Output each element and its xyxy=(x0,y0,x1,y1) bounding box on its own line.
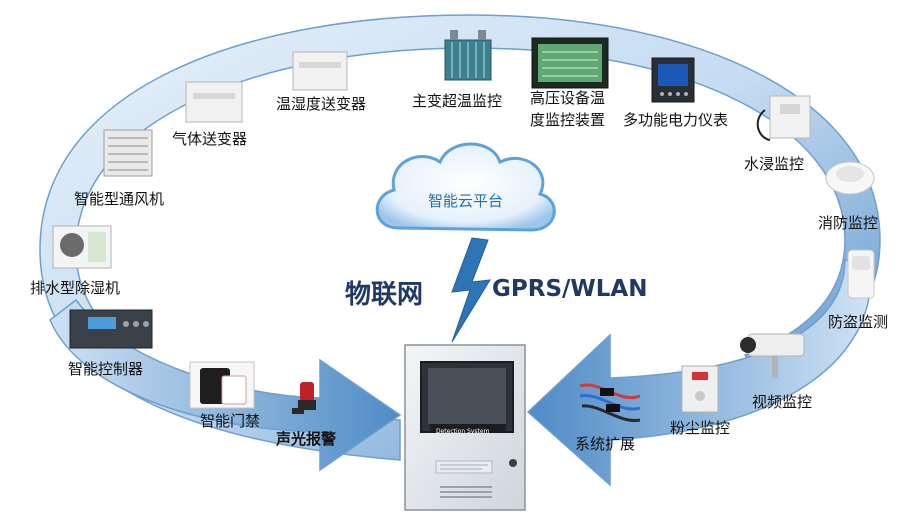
label-video-monitoring: 视频监控 xyxy=(752,393,813,411)
power-meter-icon xyxy=(651,57,695,103)
hv-temp-device-icon xyxy=(531,37,609,89)
label-drainage-dehumidifier: 排水型除湿机 xyxy=(30,279,121,297)
label-multi-function-meter: 多功能电力仪表 xyxy=(623,111,729,129)
temp-humidity-transmitter-icon xyxy=(292,51,348,91)
detection-panel xyxy=(404,344,526,511)
label-dust-monitoring: 粉尘监控 xyxy=(670,419,731,437)
gas-transmitter-icon xyxy=(185,81,243,123)
label-sound-light-alarm: 声光报警 xyxy=(276,430,337,448)
access-control-icon xyxy=(189,361,255,409)
dehumidifier-icon xyxy=(52,225,112,269)
ventilator-icon xyxy=(103,129,153,177)
label-temp-humidity-transmitter: 温湿度送变器 xyxy=(276,95,367,113)
label-hv-temp-line2: 度监控装置 xyxy=(530,111,606,129)
panel-caption: Detection System xyxy=(436,428,490,435)
label-water-immersion: 水浸监控 xyxy=(744,155,805,173)
motion-sensor-icon xyxy=(847,249,875,299)
label-smart-controller: 智能控制器 xyxy=(68,360,144,378)
smart-controller-icon xyxy=(69,309,153,349)
cloud-platform-label: 智能云平台 xyxy=(428,192,504,210)
network-label: GPRS/WLAN xyxy=(492,276,648,302)
label-hv-temp-line1: 高压设备温 xyxy=(530,89,606,107)
cable-connectors-icon xyxy=(579,383,641,423)
label-smart-access-control: 智能门禁 xyxy=(200,412,261,430)
dust-sensor-icon xyxy=(681,365,719,413)
iot-label: 物联网 xyxy=(345,280,424,310)
label-smart-ventilator: 智能型通风机 xyxy=(74,190,165,208)
lightning-bolt-icon xyxy=(451,237,491,343)
label-main-transformer-temp: 主变超温监控 xyxy=(412,92,503,110)
label-anti-theft: 防盗监测 xyxy=(828,313,889,331)
main-transformer-icon xyxy=(444,30,492,81)
label-fire-monitoring: 消防监控 xyxy=(818,214,879,232)
camera-icon xyxy=(740,333,805,378)
water-immersion-icon xyxy=(756,95,811,141)
label-gas-transmitter: 气体送变器 xyxy=(172,130,248,148)
label-system-expansion: 系统扩展 xyxy=(575,435,636,453)
smoke-detector-icon xyxy=(825,161,875,195)
sound-light-alarm-icon xyxy=(292,382,316,414)
cloud-icon xyxy=(375,142,556,232)
